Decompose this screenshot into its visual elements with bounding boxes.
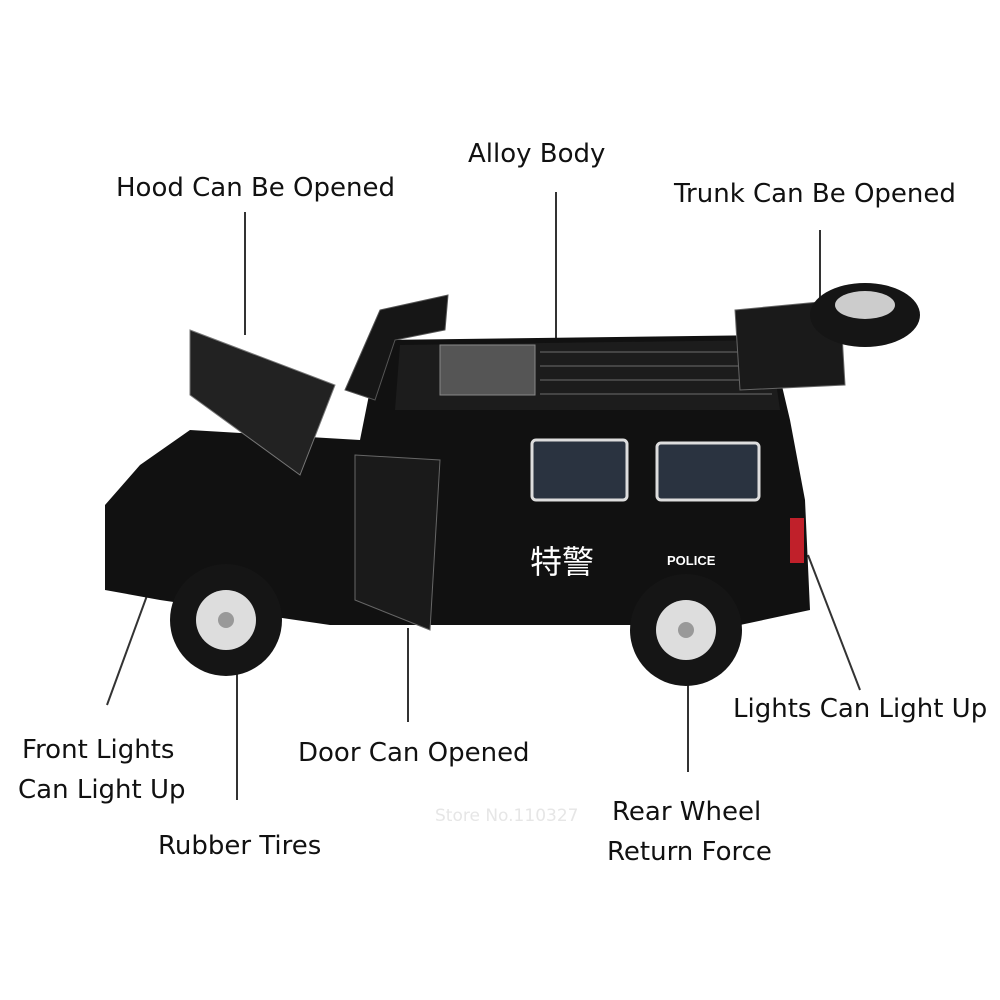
- label-front-lights-1: Front Lights: [22, 735, 175, 765]
- side-window: [530, 438, 629, 502]
- label-rear-wheel-1: Rear Wheel: [612, 797, 762, 827]
- label-trunk: Trunk Can Be Opened: [674, 179, 956, 209]
- label-front-lights-2: Can Light Up: [18, 775, 186, 805]
- label-alloy-body: Alloy Body: [468, 139, 606, 169]
- car-police-text: POLICE: [667, 553, 716, 568]
- open-front-door: [344, 294, 449, 401]
- sunroof: [439, 344, 536, 396]
- tail-light: [790, 518, 804, 563]
- label-rubber-tires: Rubber Tires: [158, 831, 322, 861]
- watermark: Store No.110327: [435, 806, 579, 826]
- rear-window: [655, 441, 761, 502]
- open-door: [354, 454, 441, 631]
- front-wheel: [170, 564, 282, 676]
- car-chinese-text: 特警: [530, 543, 594, 581]
- leader-lights: [807, 554, 861, 691]
- label-lights: Lights Can Light Up: [733, 694, 988, 724]
- label-rear-wheel-2: Return Force: [607, 837, 772, 867]
- rear-wheel: [630, 574, 742, 686]
- label-hood: Hood Can Be Opened: [116, 173, 396, 203]
- car-body: POLICE 特警: [105, 294, 846, 631]
- label-door: Door Can Opened: [298, 738, 530, 768]
- spare-wheel: [810, 283, 920, 347]
- open-hood: [189, 329, 336, 476]
